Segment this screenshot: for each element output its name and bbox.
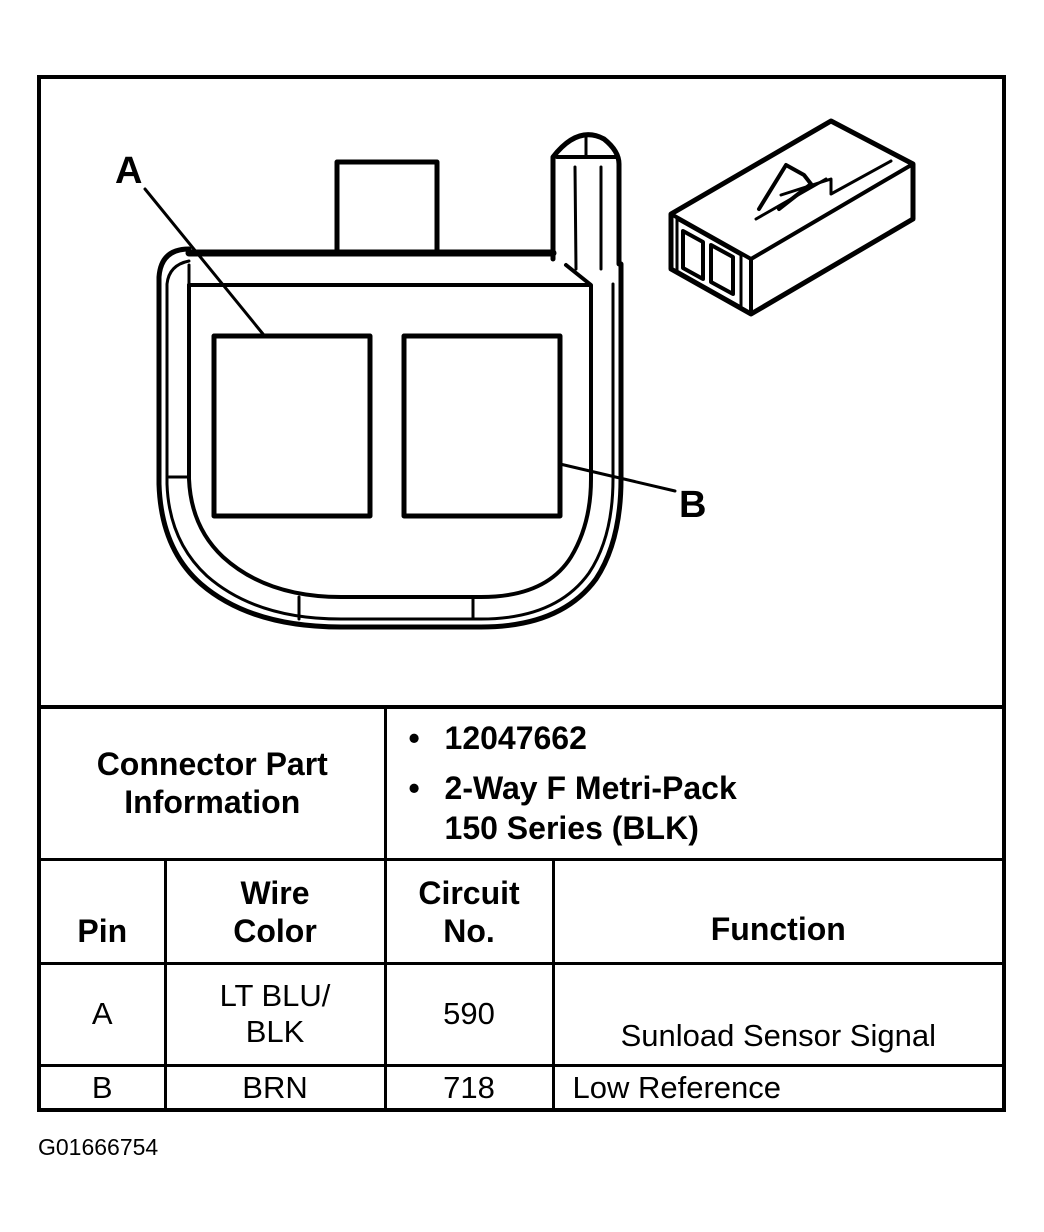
header-pin: Pin	[41, 857, 167, 965]
row-b-circuit-value: 718	[443, 1070, 495, 1106]
table-row: B BRN 718 Low Reference	[41, 1063, 1003, 1110]
part-info-label-line1: Connector Part	[96, 746, 328, 783]
row-b-wire-color: BRN	[163, 1063, 387, 1110]
terminal-cavity-b	[401, 333, 563, 519]
callout-a-leader	[143, 187, 265, 336]
part-info-values: • 12047662 • 2-Way F Metri-Pack 150 Seri…	[383, 705, 1003, 861]
part-info-row: Connector Part Information • 12047662 • …	[41, 705, 1003, 861]
connector-type-line2: 150 Series (BLK)	[444, 810, 699, 847]
row-a-pin: A	[41, 961, 167, 1067]
connector-diagram: A B	[41, 79, 1002, 705]
header-circuit-line1: Circuit	[418, 874, 520, 911]
row-a-function-value: Sunload Sensor Signal	[620, 1017, 936, 1053]
table-row: A LT BLU/ BLK 590 Sunload Sensor Signal	[41, 961, 1003, 1067]
bullet-icon: •	[408, 720, 420, 757]
row-a-pin-value: A	[91, 996, 113, 1031]
row-a-wire-color: LT BLU/ BLK	[163, 961, 387, 1067]
row-a-wire-color-line1: LT BLU/	[219, 978, 331, 1013]
header-circuit-line2: No.	[443, 912, 495, 949]
header-wire-color: Wire Color	[163, 857, 387, 965]
row-a-circuit-value: 590	[443, 996, 495, 1031]
connector-illustration: A B	[115, 118, 916, 630]
row-a-wire-color-line2: BLK	[245, 1014, 305, 1049]
callout-a-label: A	[115, 150, 142, 192]
row-b-wire-color-value: BRN	[242, 1070, 308, 1106]
connector-housing-outer	[156, 246, 624, 630]
row-a-function: Sunload Sensor Signal	[551, 961, 1003, 1067]
row-b-function-value: Low Reference	[572, 1070, 782, 1106]
header-wire-color-line2: Color	[233, 912, 317, 949]
connector-pinout-table: Connector Part Information • 12047662 • …	[41, 705, 1003, 1110]
callout-b-label: B	[679, 484, 706, 526]
row-b-pin: B	[41, 1063, 167, 1110]
connector-type-line1: 2-Way F Metri-Pack	[444, 770, 737, 807]
latch-tab	[334, 159, 440, 257]
column-header-row: Pin Wire Color Circuit No. Function	[41, 857, 1003, 965]
row-b-function: Low Reference	[551, 1063, 1003, 1110]
part-info-label-line2: Information	[124, 784, 301, 821]
header-circuit: Circuit No.	[383, 857, 555, 965]
row-b-circuit: 718	[383, 1063, 555, 1110]
figure-id: G01666754	[38, 1134, 159, 1160]
connector-housing-inner	[187, 263, 593, 599]
part-info-label: Connector Part Information	[41, 705, 387, 861]
connector-figure-frame: A B Connector Part Information • 1204766…	[37, 75, 1006, 1112]
header-wire-color-line1: Wire	[240, 874, 310, 911]
mating-connector-icon	[668, 118, 916, 317]
callout-b-leader	[558, 462, 677, 493]
row-a-circuit: 590	[383, 961, 555, 1067]
row-b-pin-value: B	[91, 1070, 113, 1106]
header-function-label: Function	[710, 910, 846, 947]
terminal-cavity-a	[211, 333, 373, 519]
header-pin-label: Pin	[77, 912, 128, 949]
header-function: Function	[551, 857, 1003, 965]
bullet-icon: •	[408, 770, 420, 807]
part-number: 12047662	[444, 720, 587, 757]
